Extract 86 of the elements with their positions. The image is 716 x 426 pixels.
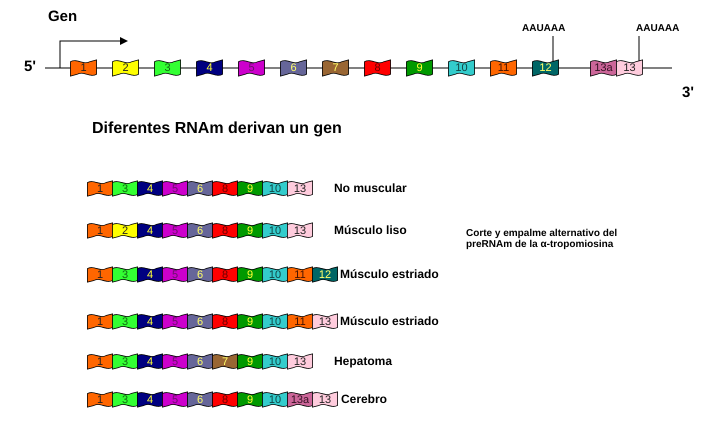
exon-segment: 2 <box>112 59 139 77</box>
exon-segment: 8 <box>212 313 238 330</box>
exon-segment: 6 <box>187 353 213 370</box>
exon-segment: 5 <box>238 59 265 77</box>
signal-text: AAUAAA <box>636 23 680 34</box>
exon-segment: 3 <box>112 313 138 330</box>
exon-segment: 13 <box>616 59 643 77</box>
exon-segment: 13 <box>287 222 313 239</box>
exon-segment: 1 <box>87 313 113 330</box>
exon-segment: 13 <box>312 313 338 330</box>
row-label: Hepatoma <box>334 354 392 368</box>
row-label: Músculo estriado <box>340 267 439 281</box>
exon-segment: 9 <box>237 313 263 330</box>
exon-segment: 10 <box>448 59 475 77</box>
exon-segment: 10 <box>262 222 288 239</box>
exon-segment: 9 <box>406 59 433 77</box>
exon-segment: 6 <box>187 313 213 330</box>
exon-segment: 8 <box>212 180 238 197</box>
exon-segment: 13 <box>287 353 313 370</box>
exon-segment: 5 <box>162 353 188 370</box>
exon-segment: 6 <box>187 180 213 197</box>
section-heading: Diferentes RNAm derivan un gen <box>92 120 342 138</box>
exon-segment: 11 <box>287 313 313 330</box>
exon-segment: 4 <box>137 313 163 330</box>
exon-segment: 3 <box>112 353 138 370</box>
exon-segment: 10 <box>262 266 288 283</box>
exon-segment: 10 <box>262 313 288 330</box>
leader-line <box>638 36 640 62</box>
exon-segment: 5 <box>162 313 188 330</box>
exon-segment: 1 <box>87 180 113 197</box>
exon-segment: 3 <box>112 180 138 197</box>
exon-segment: 8 <box>364 59 391 77</box>
row-label: Cerebro <box>341 392 388 406</box>
leader-line <box>552 36 554 62</box>
exon-segment: 9 <box>237 222 263 239</box>
exon-segment: 3 <box>112 391 138 408</box>
exon-segment: 3 <box>112 266 138 283</box>
exon-segment: 5 <box>162 266 188 283</box>
exon-segment: 4 <box>137 353 163 370</box>
exon-segment: 2 <box>112 222 138 239</box>
exon-segment: 11 <box>490 59 517 77</box>
exon-segment: 10 <box>262 180 288 197</box>
signal-text: AAUAAA <box>522 23 566 34</box>
exon-segment: 1 <box>87 353 113 370</box>
exon-segment: 8 <box>212 391 238 408</box>
exon-segment: 3 <box>154 59 181 77</box>
exon-segment: 12 <box>312 266 338 283</box>
exon-segment: 10 <box>262 391 288 408</box>
exon-segment: 8 <box>212 266 238 283</box>
exon-segment: 9 <box>237 266 263 283</box>
exon-segment: 5 <box>162 180 188 197</box>
end-label: 3' <box>682 84 694 101</box>
exon-segment: 4 <box>196 59 223 77</box>
end-label: 5' <box>24 58 36 75</box>
gene-heading: Gen <box>48 8 78 25</box>
exon-segment: 13a <box>287 391 313 408</box>
exon-segment: 4 <box>137 222 163 239</box>
exon-segment: 12 <box>532 59 559 77</box>
exon-segment: 6 <box>187 222 213 239</box>
exon-segment: 6 <box>280 59 307 77</box>
exon-segment: 1 <box>70 59 97 77</box>
row-label: Músculo estriado <box>340 314 439 328</box>
row-label: No muscular <box>334 181 407 195</box>
exon-segment: 4 <box>137 391 163 408</box>
exon-segment: 13a <box>590 59 617 77</box>
exon-segment: 1 <box>87 391 113 408</box>
exon-segment: 5 <box>162 391 188 408</box>
exon-segment: 9 <box>237 180 263 197</box>
exon-segment: 7 <box>212 353 238 370</box>
exon-segment: 13 <box>287 180 313 197</box>
exon-segment: 10 <box>262 353 288 370</box>
exon-segment: 1 <box>87 222 113 239</box>
exon-segment: 9 <box>237 353 263 370</box>
row-label: Músculo liso <box>334 223 407 237</box>
note-text: Corte y empalme alternativo del preRNAm de la α-tropomiosina <box>466 228 618 250</box>
exon-segment: 9 <box>237 391 263 408</box>
exon-segment: 6 <box>187 266 213 283</box>
exon-segment: 13 <box>312 391 338 408</box>
exon-segment: 4 <box>137 266 163 283</box>
exon-segment: 6 <box>187 391 213 408</box>
exon-segment: 11 <box>287 266 313 283</box>
exon-segment: 4 <box>137 180 163 197</box>
exon-segment: 7 <box>322 59 349 77</box>
exon-segment: 1 <box>87 266 113 283</box>
exon-segment: 5 <box>162 222 188 239</box>
exon-segment: 8 <box>212 222 238 239</box>
